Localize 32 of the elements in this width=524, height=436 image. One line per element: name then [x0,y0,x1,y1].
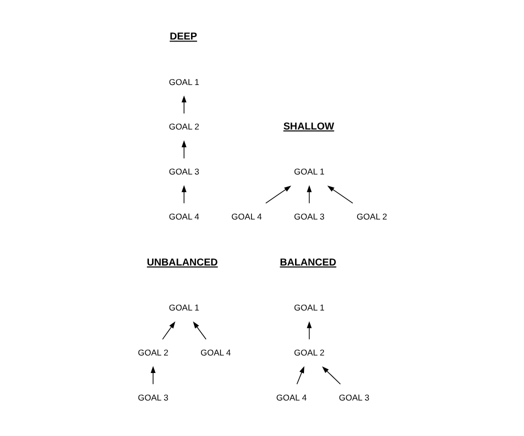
node-text: GOAL 1 [168,76,199,87]
node-text: GOAL 1 [294,166,324,177]
label: BALANCED [279,257,336,268]
label: SHALLOW [282,121,334,132]
arrow [181,185,186,204]
arrow [322,366,340,385]
node-text: GOAL 2 [294,347,324,358]
node-text: GOAL 2 [168,122,199,132]
arrow [162,321,175,340]
arrow [181,95,186,114]
arrow [264,186,291,204]
node-text: GOAL 2 [356,211,387,222]
node-text: GOAL 4 [276,392,306,402]
node-text: GOAL 4 [168,211,199,222]
node-text: GOAL 1 [168,302,199,313]
node-text: GOAL 3 [168,166,199,177]
arrow [306,185,312,204]
arrow [326,186,353,204]
arrow [296,366,304,385]
label: UNBALANCED [146,257,218,268]
node-text: GOAL 3 [338,392,369,402]
node-text: GOAL 2 [137,347,168,358]
arrow [192,321,206,340]
arrow [181,140,186,159]
node-text: GOAL 3 [137,392,168,402]
node-text: GOAL 1 [294,302,324,313]
label: DEEP [169,32,197,43]
node-text: GOAL 4 [200,347,230,358]
node-text: GOAL 3 [294,211,324,222]
node-text: GOAL 4 [230,211,262,222]
arrow [150,366,156,385]
arrow [306,321,312,340]
